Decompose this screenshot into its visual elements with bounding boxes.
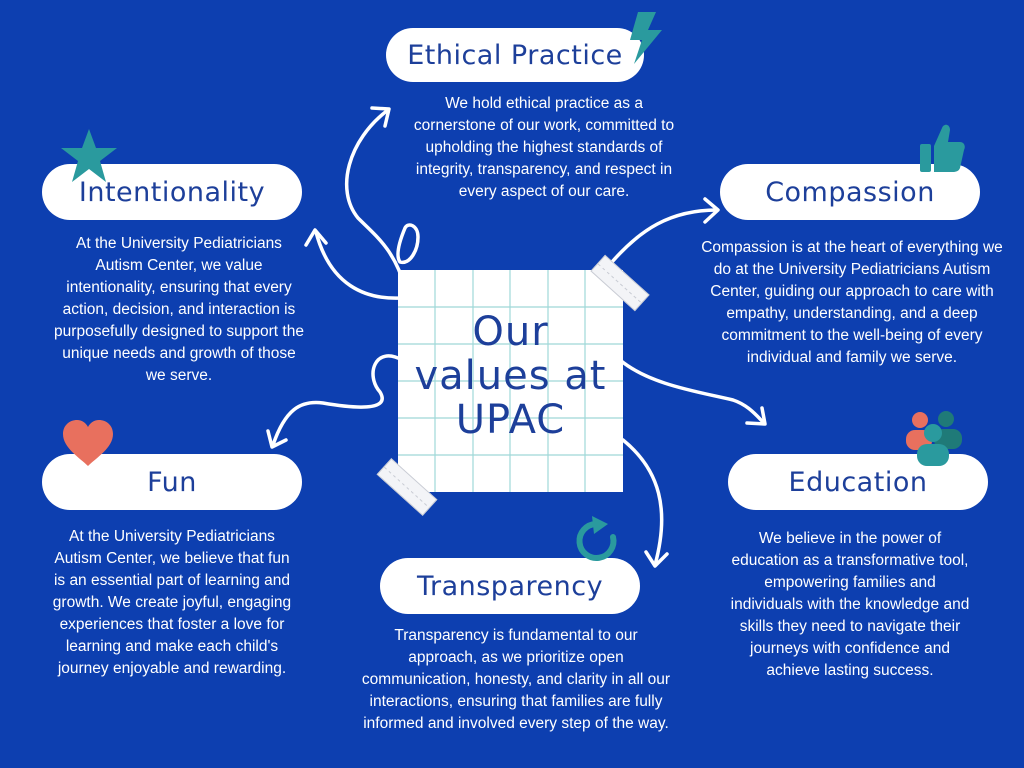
transparency-title: Transparency — [416, 570, 604, 602]
ethical-practice-pill: Ethical Practice — [386, 28, 644, 82]
center-title-line2: values at — [414, 353, 607, 399]
education-pill: Education — [728, 454, 988, 510]
center-title-line1: Our — [472, 309, 549, 355]
heart-icon — [63, 420, 113, 466]
grid-pattern — [398, 270, 623, 492]
arrow-to-compassion — [610, 197, 720, 264]
fun-description: At the University Pediatricians Autism C… — [52, 528, 292, 677]
compassion-title: Compassion — [765, 176, 935, 208]
ethical-practice-title: Ethical Practice — [407, 39, 623, 71]
arrow-to-transparency — [621, 438, 669, 568]
ethical-practice-description: We hold ethical practice as a cornerston… — [413, 95, 675, 200]
intentionality-pill: Intentionality — [42, 164, 302, 220]
intentionality-description: At the University Pediatricians Autism C… — [54, 235, 304, 384]
thumbs-up-icon — [920, 124, 965, 172]
fun-title: Fun — [147, 466, 197, 498]
compassion-description: Compassion is at the heart of everything… — [701, 239, 1003, 366]
compassion-pill: Compassion — [720, 164, 980, 220]
center-title: Our values at UPAC — [398, 310, 623, 442]
center-title-line3: UPAC — [455, 397, 566, 443]
arrow-to-education — [618, 358, 767, 426]
arrow-to-fun — [266, 354, 404, 449]
center-card — [398, 270, 623, 492]
intentionality-title: Intentionality — [78, 176, 266, 208]
refresh-icon — [576, 516, 617, 561]
star-icon — [61, 129, 117, 182]
arrow-to-ethical-practice — [344, 106, 420, 290]
people-group-icon — [906, 411, 962, 466]
transparency-pill: Transparency — [380, 558, 640, 614]
education-title: Education — [788, 466, 928, 498]
transparency-description: Transparency is fundamental to our appro… — [361, 627, 671, 732]
lightning-bolt-icon — [630, 12, 662, 64]
arrow-to-intentionality — [304, 228, 404, 300]
education-description: We believe in the power of education as … — [730, 530, 970, 679]
